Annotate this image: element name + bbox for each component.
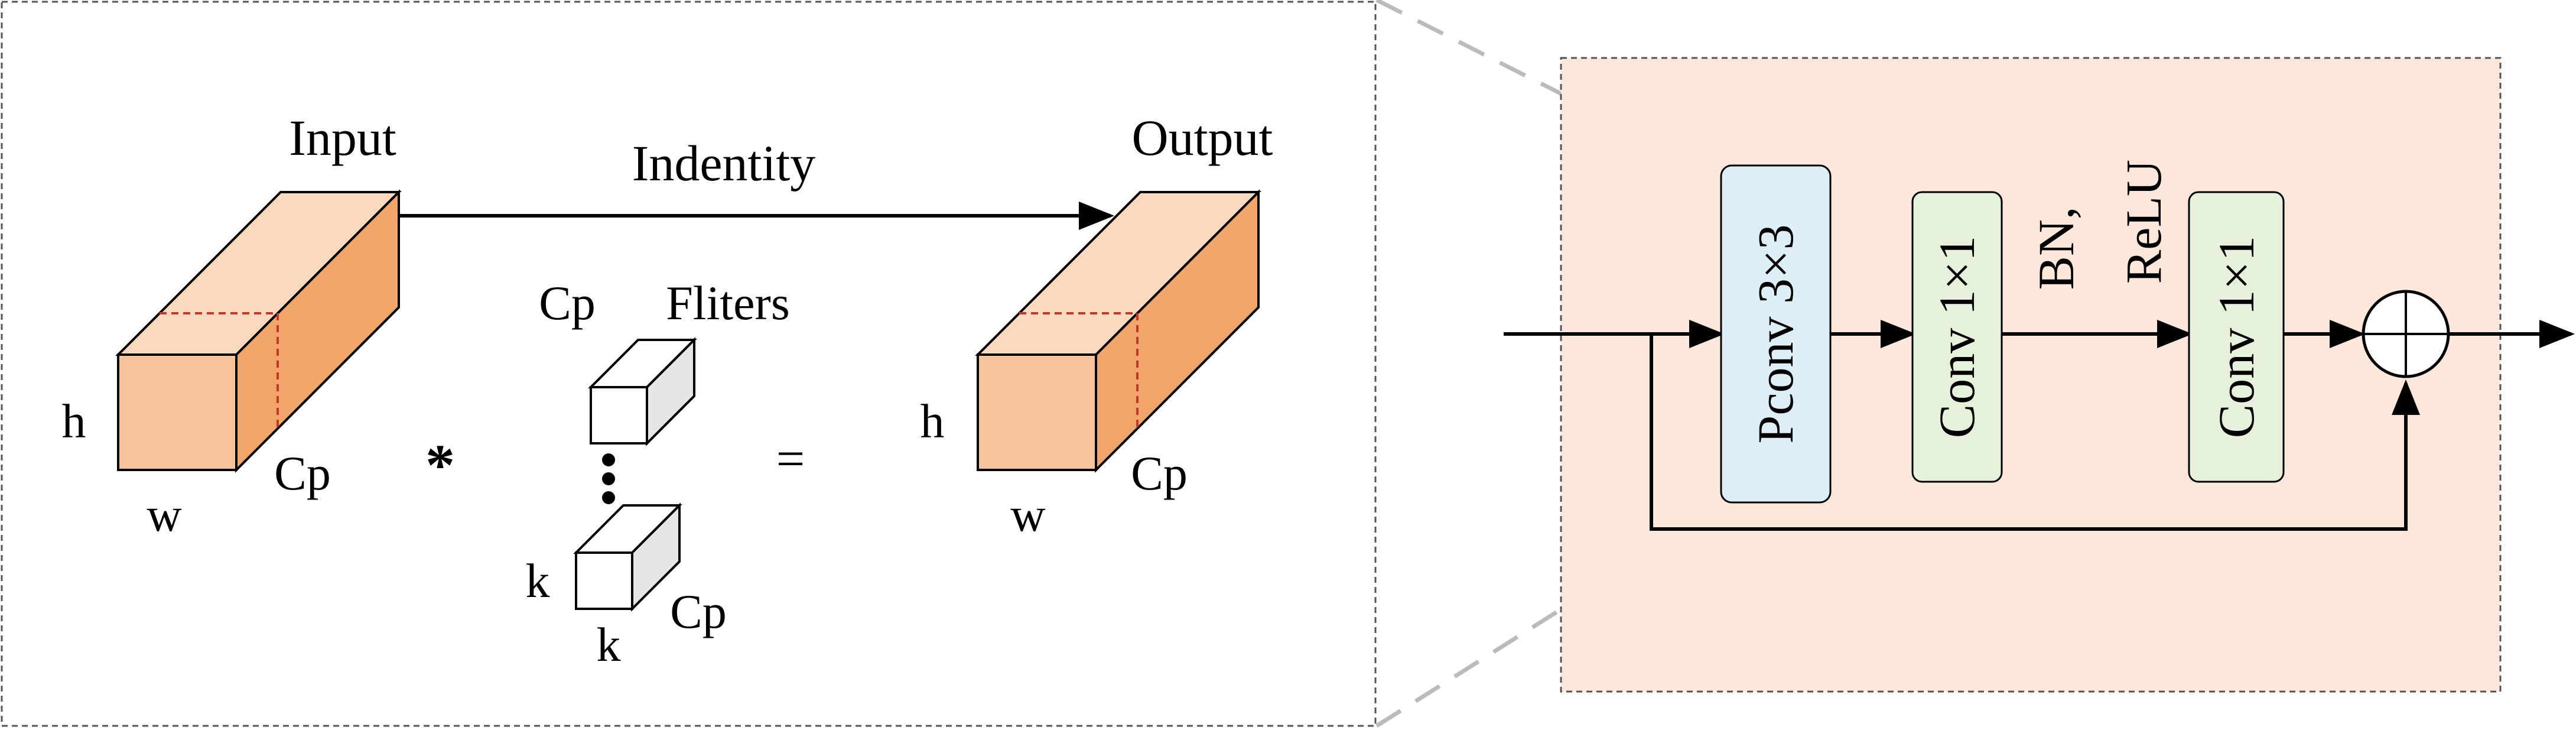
filter-cp-label: Cp [539, 276, 596, 330]
output-h-label: h [921, 394, 945, 448]
conv-operator: * [425, 432, 455, 498]
conv2-block: Conv 1×1 [2188, 191, 2285, 483]
equals-sign: = [776, 430, 805, 487]
residual-connection [1650, 334, 2420, 531]
input-cuboid [115, 189, 402, 473]
filter-stack-dots [602, 453, 615, 504]
input-label: Input [289, 109, 396, 166]
zoom-line-bottom [1375, 489, 1750, 728]
input-h-label: h [62, 394, 86, 448]
filter-k-bottom-label: k [597, 618, 621, 671]
output-cuboid [975, 189, 1261, 473]
filters-label: Fliters [666, 276, 790, 330]
conv2-label: Conv 1×1 [2208, 236, 2265, 438]
right-panel-background [1560, 57, 2502, 693]
output-label: Output [1132, 109, 1273, 166]
relu-label: ReLU [2115, 160, 2172, 284]
filter-k-side-label: k [526, 554, 550, 608]
input-w-label: w [147, 488, 181, 541]
filter-cube-bottom [573, 502, 682, 612]
output-partial-channel-line [1019, 312, 1139, 429]
conv1-block: Conv 1×1 [1911, 191, 2003, 483]
add-circle-icon [2362, 290, 2450, 378]
input-cp-label: Cp [274, 446, 331, 500]
output-w-label: w [1010, 488, 1045, 541]
pconv-block: Pconv 3×3 [1720, 164, 1832, 504]
filter-cp-bottom-label: Cp [670, 585, 727, 638]
pconv-label: Pconv 3×3 [1747, 224, 1804, 443]
output-cp-label: Cp [1131, 446, 1188, 500]
filter-cube-top [588, 337, 697, 446]
partial-channel-line [160, 312, 279, 429]
conv1-label: Conv 1×1 [1928, 236, 1985, 438]
left-panel-border [1, 1, 1377, 727]
identity-label: Indentity [632, 135, 816, 192]
bn-label: BN, [2028, 207, 2084, 290]
